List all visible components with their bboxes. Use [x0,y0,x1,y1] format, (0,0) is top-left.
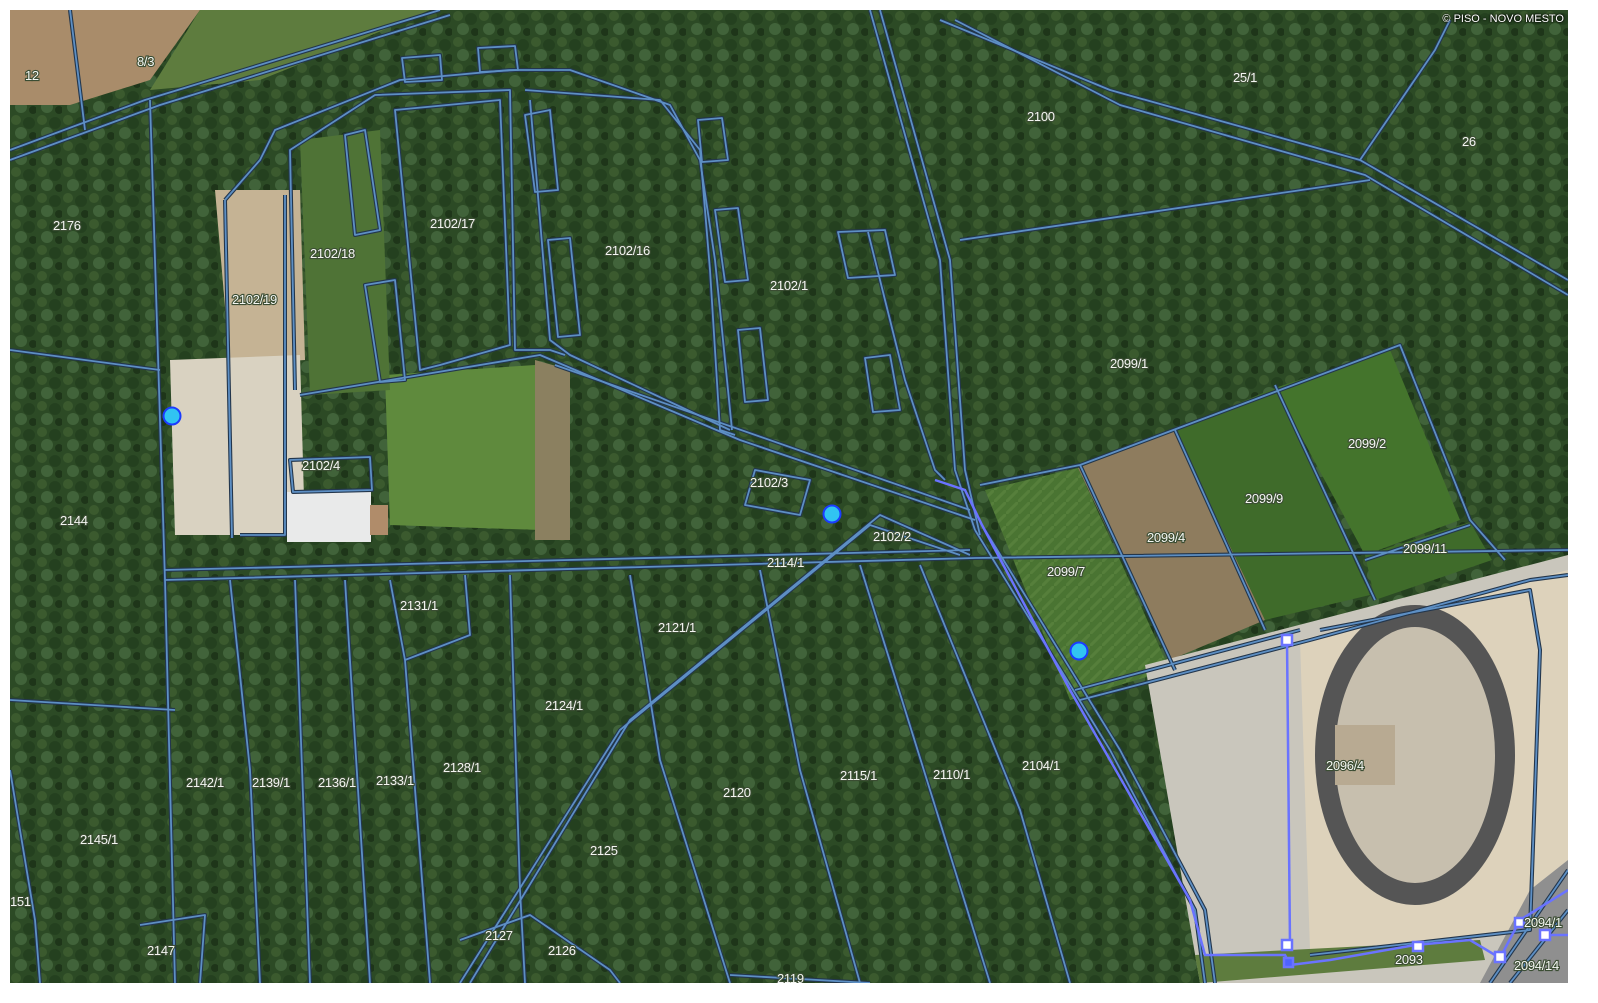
parcel-label[interactable]: 151 [10,893,32,910]
utility-network [934,478,1568,969]
parcel-label[interactable]: 2099/11 [1402,540,1448,557]
parcel-label[interactable]: 2100 [1026,108,1056,125]
parcel-label[interactable]: 25/1 [1232,69,1259,86]
parcel-label[interactable]: 2124/1 [544,697,585,714]
parcel-label[interactable]: 2102/3 [749,474,790,491]
parcel-label[interactable]: 2102/2 [872,528,913,545]
parcel-label[interactable]: 2102/18 [309,245,356,262]
parcel-label[interactable]: 2102/17 [429,215,476,232]
parcel-label[interactable]: 2144 [59,512,89,529]
parcel-label[interactable]: 2136/1 [317,774,358,791]
parcel-label[interactable]: 2102/16 [604,242,651,259]
parcel-boundaries [10,10,1568,983]
parcel-label[interactable]: 2102/4 [301,457,342,474]
parcel-labels: 12 8/3 2176 2102/18 2102/17 2102/16 2102… [10,53,1564,983]
survey-point-east-marker[interactable] [1069,641,1089,661]
parcel-label[interactable]: 2145/1 [79,831,120,848]
parcel-label[interactable]: 2126 [547,942,577,959]
parcel-label[interactable]: 2142/1 [185,774,226,791]
parcel-label[interactable]: 2096/4 [1325,757,1366,774]
parcel-label[interactable]: 2147 [146,942,176,959]
parcel-label[interactable]: 2094/1 [1523,914,1564,931]
parcel-label[interactable]: 2093 [1394,951,1424,968]
parcel-label[interactable]: 2120 [722,784,752,801]
survey-point-center-marker[interactable] [822,504,842,524]
parcel-label[interactable]: 2119 [776,970,805,983]
parcel-label[interactable]: 2102/19 [231,291,278,308]
parcel-label[interactable]: 2115/1 [839,767,879,784]
parcel-label[interactable]: 2131/1 [399,597,440,614]
map-canvas[interactable]: 12 8/3 2176 2102/18 2102/17 2102/16 2102… [10,10,1568,983]
parcel-label[interactable]: 2099/4 [1146,529,1187,546]
parcel-label[interactable]: 8/3 [136,53,156,70]
map-copyright: © PISO - NOVO MESTO [1442,13,1564,25]
parcel-label[interactable]: 2114/1 [766,554,806,571]
parcel-label[interactable]: 2125 [589,842,619,859]
parcel-label[interactable]: 2104/1 [1021,757,1062,774]
parcel-label[interactable]: 26 [1461,133,1477,150]
parcel-label[interactable]: 2127 [484,927,514,944]
parcel-label[interactable]: 2094/14 [1513,957,1560,974]
parcel-label[interactable]: 2176 [52,217,82,234]
parcel-label[interactable]: 2128/1 [442,759,483,776]
survey-point-west-marker[interactable] [162,406,182,426]
terrain-layer [10,10,1568,983]
parcel-label[interactable]: 12 [24,67,40,84]
parcel-label[interactable]: 2099/7 [1046,563,1087,580]
cadastral-map[interactable]: 12 8/3 2176 2102/18 2102/17 2102/16 2102… [10,10,1568,983]
parcel-label[interactable]: 2133/1 [375,772,416,789]
markers [162,406,1089,661]
parcel-label[interactable]: 2099/1 [1109,355,1150,372]
parcel-label[interactable]: 2099/2 [1347,435,1388,452]
parcel-label[interactable]: 2102/1 [769,277,810,294]
parcel-label[interactable]: 2139/1 [251,774,292,791]
parcel-label[interactable]: 2099/9 [1244,490,1285,507]
parcel-label[interactable]: 2110/1 [932,766,972,783]
parcel-label[interactable]: 2121/1 [657,619,698,636]
